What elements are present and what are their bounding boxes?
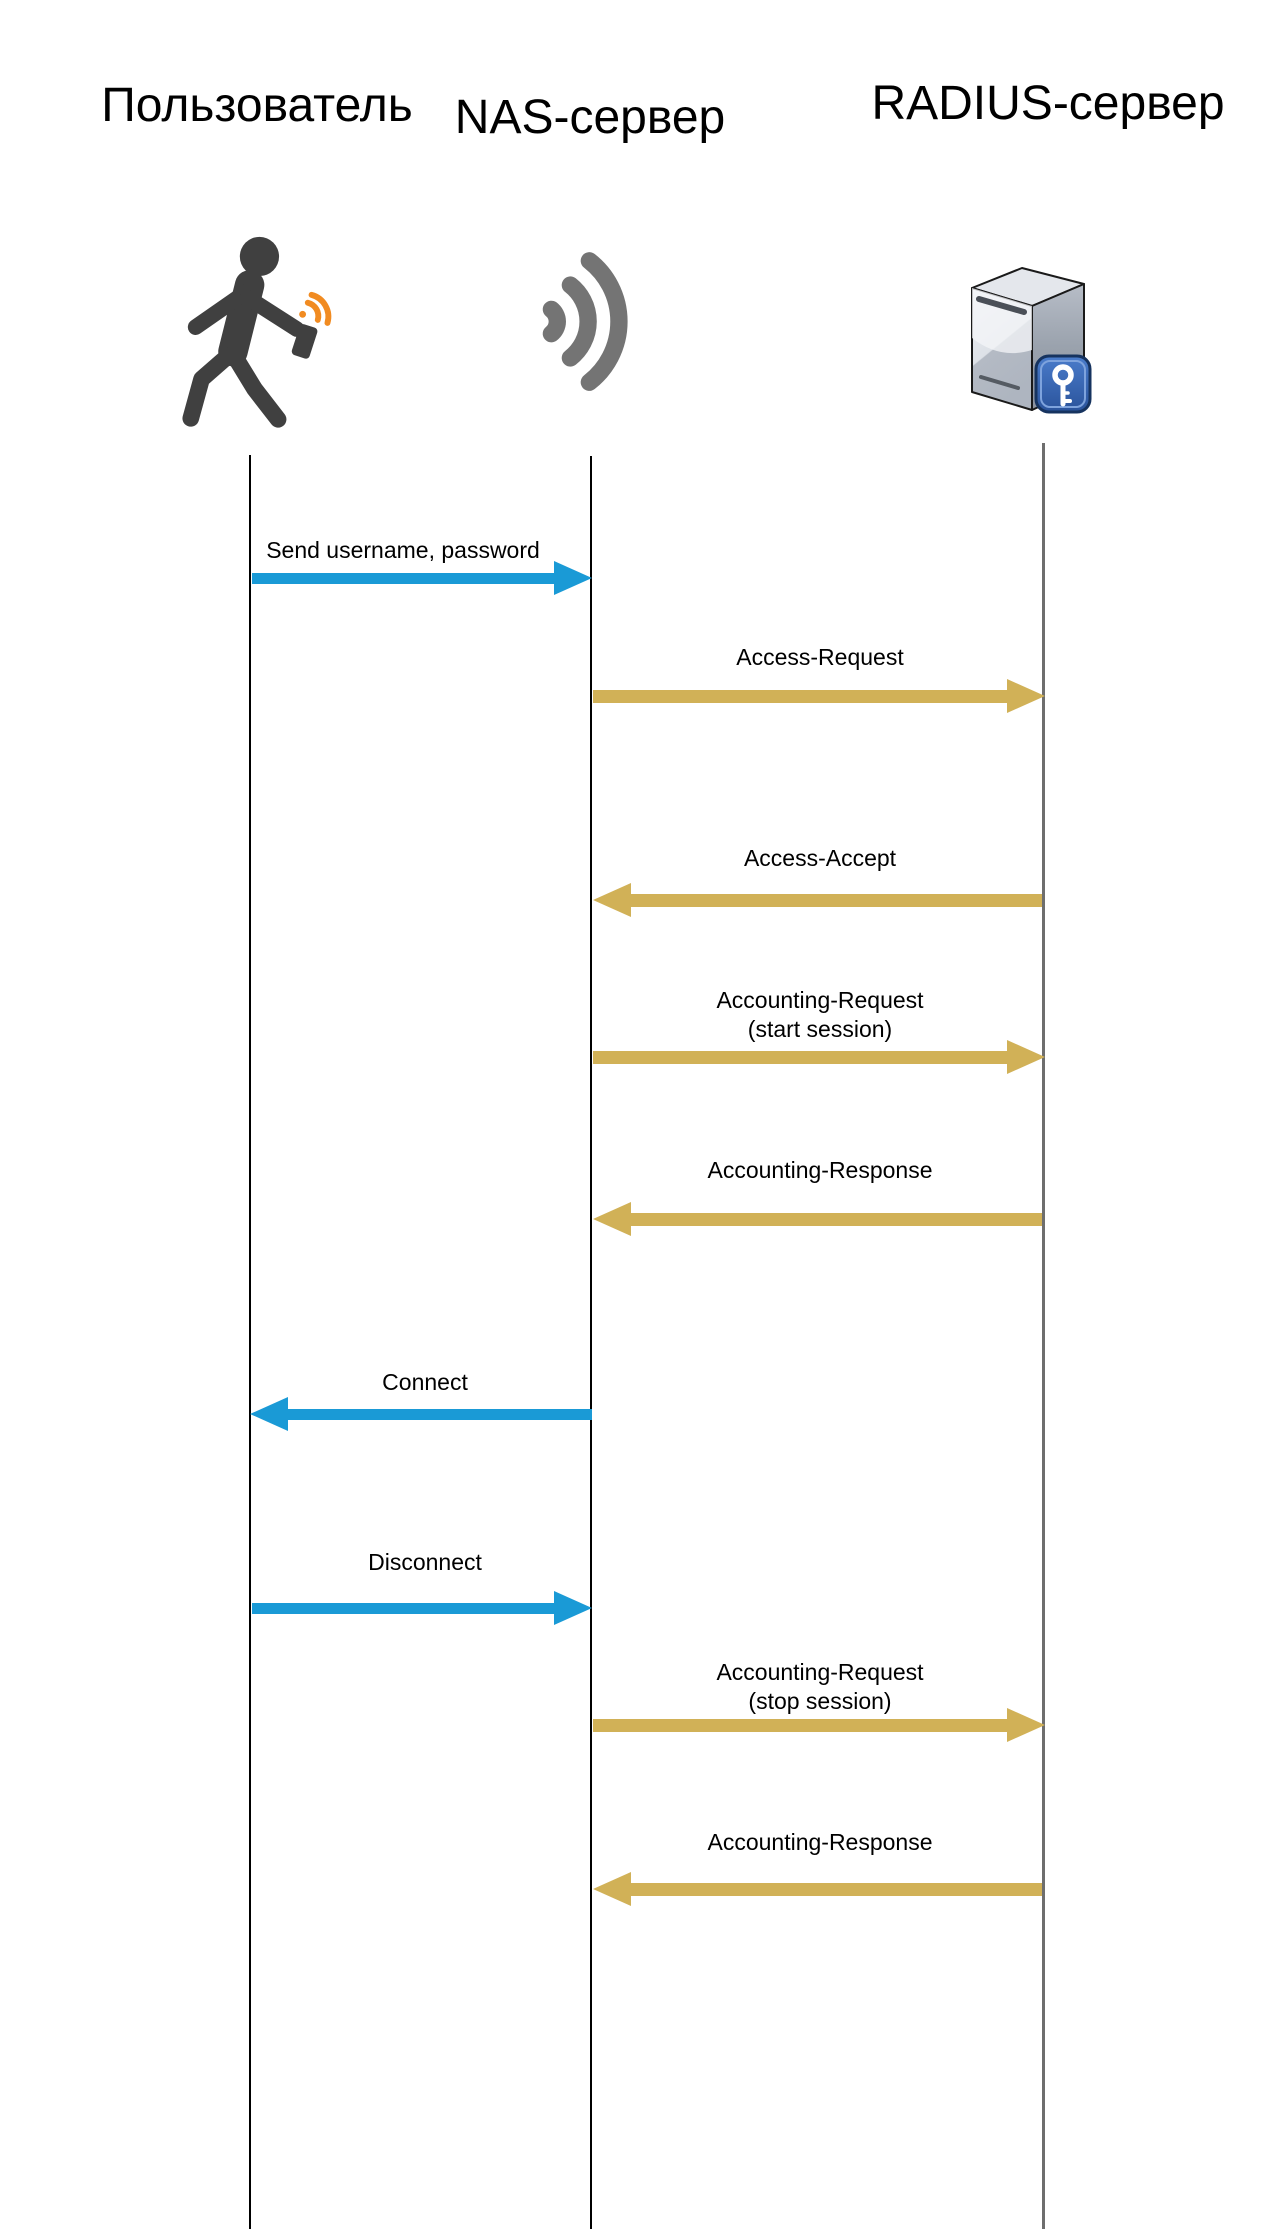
message-label-line1: Accounting-Request	[716, 987, 924, 1013]
arrowhead-right-icon	[554, 561, 592, 595]
walking-user-icon	[182, 236, 332, 428]
arrow-shaft	[593, 1050, 1013, 1064]
wifi-signal-icon	[542, 252, 628, 391]
message-label: Accounting-Request (stop session)	[716, 1658, 923, 1716]
arrowhead-right-icon	[1007, 1708, 1045, 1742]
arrow-shaft	[625, 893, 1042, 907]
actor-title-user: Пользователь	[101, 79, 413, 132]
arrowhead-left-icon	[250, 1397, 288, 1431]
lifeline-radius	[1042, 443, 1045, 2229]
message-label-line2: (start session)	[747, 1016, 893, 1042]
message-label: Accounting-Request (start session)	[716, 986, 923, 1044]
message-label-line2: (stop session)	[748, 1688, 892, 1714]
message-arrow	[593, 1708, 1045, 1742]
arrow-shaft	[593, 1718, 1013, 1732]
arrowhead-right-icon	[554, 1591, 592, 1625]
arrowhead-left-icon	[593, 1202, 631, 1236]
actor-title-nas: NAS-сервер	[454, 91, 726, 144]
message-arrow	[252, 1591, 592, 1625]
key-badge-icon	[1034, 354, 1092, 414]
message-arrow	[593, 1202, 1042, 1236]
arrow-shaft	[282, 1408, 592, 1420]
message-arrow	[252, 561, 592, 595]
arrowhead-right-icon	[1007, 679, 1045, 713]
message-label: Access-Request	[736, 644, 904, 670]
message-arrow	[593, 883, 1042, 917]
arrow-shaft	[593, 689, 1013, 703]
message-label: Send username, password	[266, 537, 540, 563]
actor-title-radius: RADIUS-сервер	[871, 77, 1225, 130]
message-label: Accounting-Response	[707, 1157, 933, 1183]
arrow-shaft	[252, 1602, 560, 1614]
message-label-line1: Accounting-Request	[716, 1659, 924, 1685]
arrowhead-right-icon	[1007, 1040, 1045, 1074]
message-label: Access-Accept	[743, 845, 897, 871]
phone-wifi-waves-icon	[299, 291, 332, 326]
arrow-shaft	[625, 1882, 1042, 1896]
message-arrow	[593, 1040, 1045, 1074]
message-label: Connect	[382, 1369, 468, 1395]
arrow-shaft	[625, 1212, 1042, 1226]
message-arrow	[593, 679, 1045, 713]
arrowhead-left-icon	[593, 1872, 631, 1906]
message-label: Disconnect	[368, 1549, 482, 1575]
lifeline-nas	[590, 456, 592, 2229]
arrowhead-left-icon	[593, 883, 631, 917]
message-arrow	[593, 1872, 1042, 1906]
arrow-shaft	[252, 572, 560, 584]
server-key-icon	[971, 267, 1092, 414]
message-arrow	[250, 1397, 592, 1431]
message-label: Accounting-Response	[707, 1829, 933, 1855]
lifeline-user	[249, 455, 251, 2229]
